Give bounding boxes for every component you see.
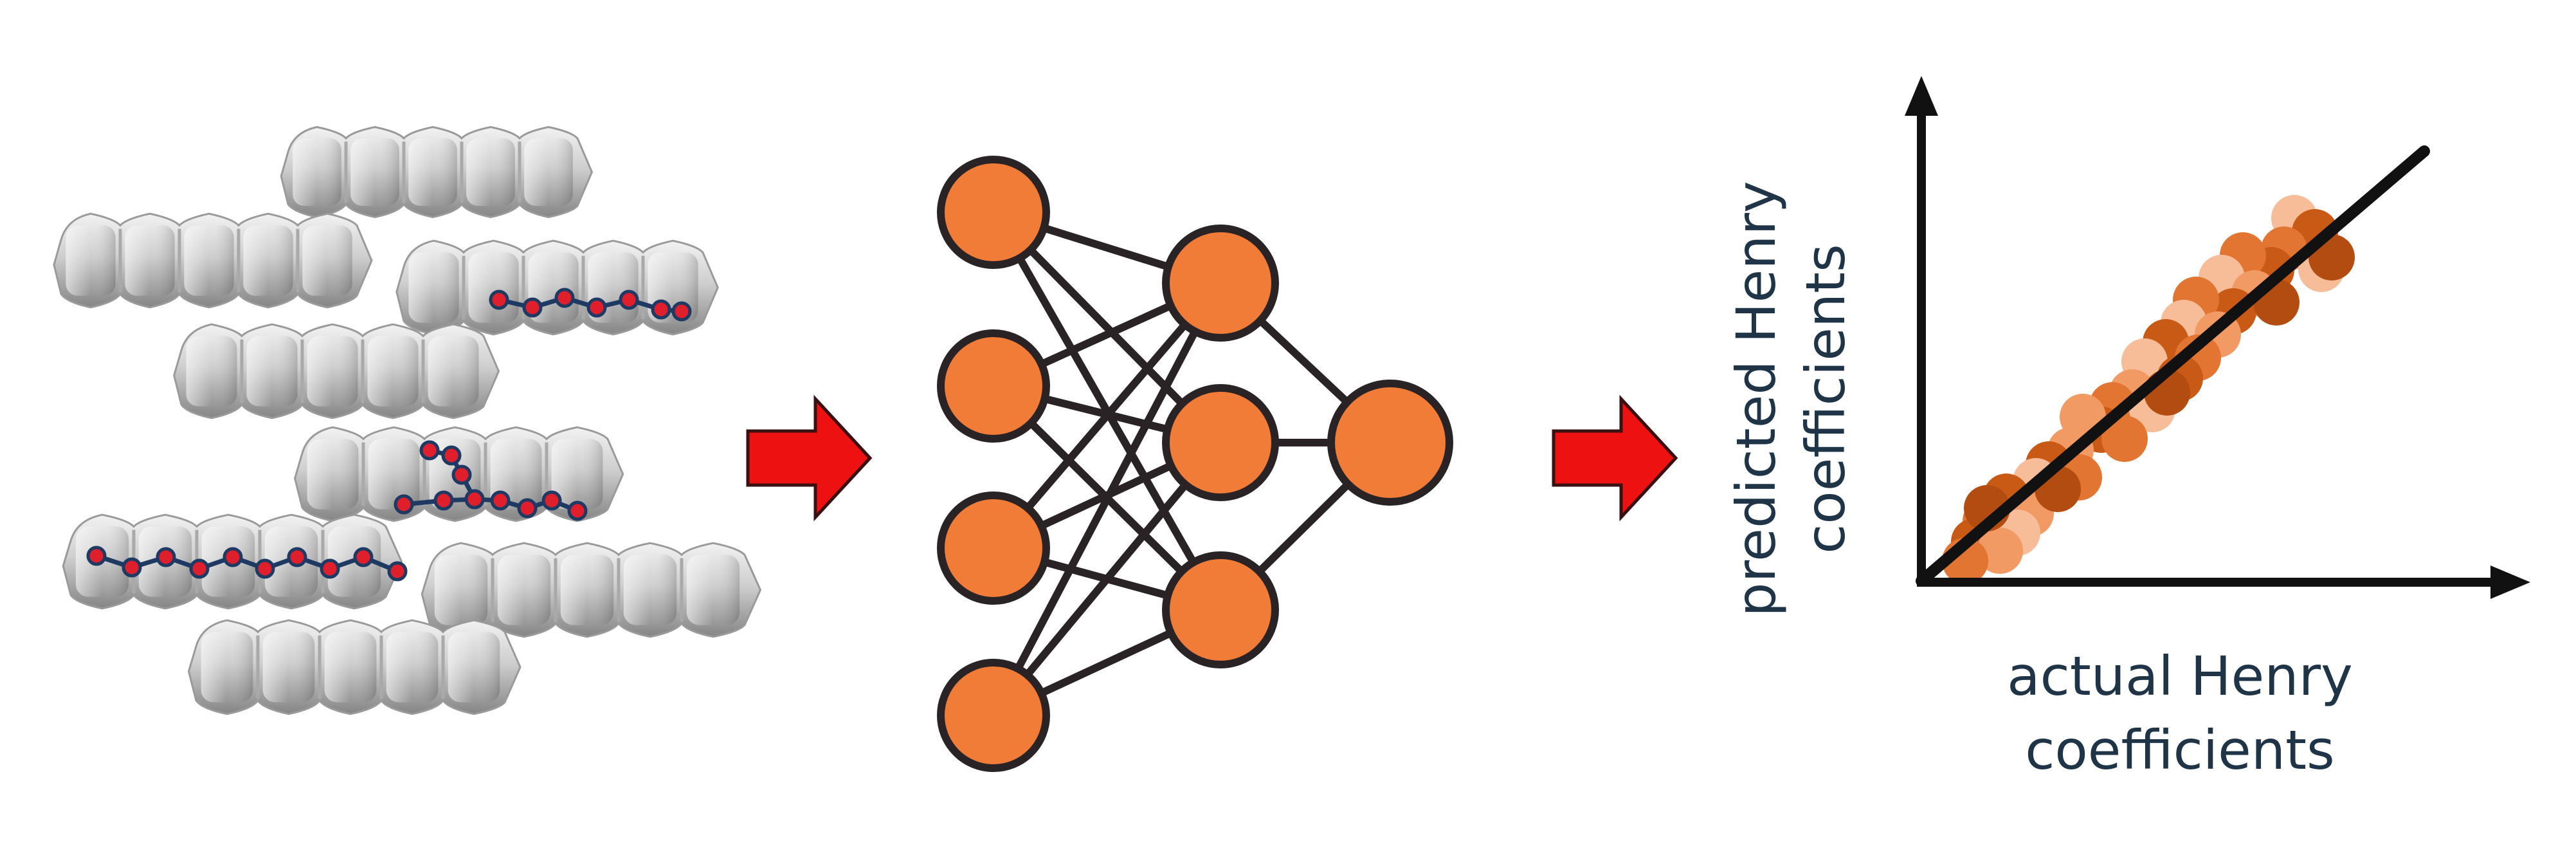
molecule-atom: [490, 490, 511, 511]
zeolite-cage: [434, 555, 488, 625]
molecule-atom: [619, 290, 639, 310]
zeolite-cage: [524, 138, 573, 206]
molecule-atom: [433, 490, 454, 511]
molecule-atom: [517, 498, 538, 519]
red-arrow-shape: [1552, 394, 1678, 522]
zeolite-cage: [201, 632, 253, 703]
red-arrow-shape: [746, 394, 873, 522]
zeolite-cage: [293, 138, 341, 206]
zeolite-cage: [184, 225, 234, 296]
molecule-atom: [554, 288, 575, 308]
zeolite-channel-icon: [53, 212, 373, 309]
parity-line: [1916, 145, 2430, 587]
network-edge: [990, 281, 1224, 717]
zeolite-channel-icon: [187, 619, 522, 715]
zeolite-cage: [408, 252, 459, 323]
y-axis-label-line2: coefficients: [1794, 244, 1857, 554]
red-arrow-icon: [746, 394, 873, 522]
zeolite-cage: [368, 439, 420, 510]
x-axis-arrowhead: [2490, 565, 2530, 599]
zeolite-cage: [468, 252, 519, 323]
network-node: [937, 329, 1050, 443]
molecule-atom: [353, 547, 374, 567]
zeolite-cage: [386, 632, 439, 703]
network-node: [1162, 551, 1279, 668]
molecule-atom: [464, 489, 485, 510]
molecule-atom: [255, 558, 275, 579]
zeolite-cage: [686, 555, 740, 625]
zeolite-cage: [125, 225, 175, 296]
molecule-icon: [489, 288, 692, 322]
molecule-atom: [156, 547, 176, 567]
molecule-atom: [222, 547, 243, 567]
zeolite-cage: [262, 632, 315, 703]
molecule-atom: [287, 547, 307, 567]
zeolite-cage: [623, 555, 677, 625]
zeolite-cage: [560, 555, 614, 625]
zeolite-cage: [246, 336, 298, 407]
neural-network-icon: [937, 156, 1453, 772]
molecule-atom: [122, 557, 142, 578]
zeolite-cage: [350, 138, 399, 206]
molecule-icon: [394, 489, 485, 515]
molecule-atom: [567, 501, 588, 521]
network-edge: [990, 440, 1224, 718]
zeolite-cage: [66, 225, 116, 296]
scatter-point: [1977, 528, 2023, 574]
zeolite-structure: [53, 125, 762, 715]
x-axis-label-line2: coefficients: [2025, 719, 2335, 782]
molecule-icon: [86, 546, 408, 582]
y-axis-label-line1: predicted Henry: [1725, 181, 1788, 617]
scatter-point: [2101, 416, 2148, 462]
molecule-atom: [394, 494, 414, 515]
molecule-atom: [320, 558, 340, 579]
molecule-atom: [522, 297, 543, 318]
x-axis-label-line1: actual Henry: [2007, 645, 2353, 708]
zeolite-cage: [367, 336, 419, 407]
molecule-bond: [95, 553, 399, 574]
zeolite-cage: [302, 225, 352, 296]
zeolite-cage: [324, 632, 377, 703]
molecule-atom: [441, 445, 462, 466]
network-node: [1327, 380, 1453, 506]
zeolite-cage: [448, 632, 500, 703]
zeolite-cage: [497, 555, 551, 625]
zeolite-channel-icon: [421, 542, 762, 638]
network-node: [937, 492, 1050, 605]
zeolite-cage: [307, 439, 359, 510]
molecule-atom: [541, 490, 562, 511]
zeolite-channel-icon: [395, 239, 719, 336]
red-arrow-icon: [1552, 394, 1678, 522]
zeolite-cage: [408, 138, 457, 206]
y-axis-arrowhead: [1905, 76, 1938, 116]
scatter-plot-icon: [1905, 76, 2530, 599]
zeolite-channel-icon: [173, 323, 500, 419]
molecule-atom: [387, 561, 408, 582]
zeolite-cage: [243, 225, 293, 296]
zeolite-cage: [551, 439, 603, 510]
molecule-atom: [189, 558, 210, 579]
molecule-atom: [419, 440, 440, 461]
molecule-atom: [451, 464, 472, 485]
zeolite-cage: [466, 138, 515, 206]
zeolite-cage: [186, 336, 237, 407]
zeolite-channel-icon: [280, 125, 594, 219]
network-node: [937, 659, 1050, 772]
network-node: [1162, 225, 1279, 342]
molecule-atom: [489, 290, 509, 310]
adsorbed-molecules: [86, 288, 692, 582]
molecule-atom: [586, 297, 607, 318]
molecule-atom: [86, 546, 107, 566]
network-node: [937, 156, 1050, 269]
molecule-atom: [671, 301, 692, 322]
zeolite-cage: [428, 336, 479, 407]
molecule-atom: [651, 299, 671, 320]
network-node: [1162, 384, 1279, 501]
zeolite-cage: [307, 336, 358, 407]
